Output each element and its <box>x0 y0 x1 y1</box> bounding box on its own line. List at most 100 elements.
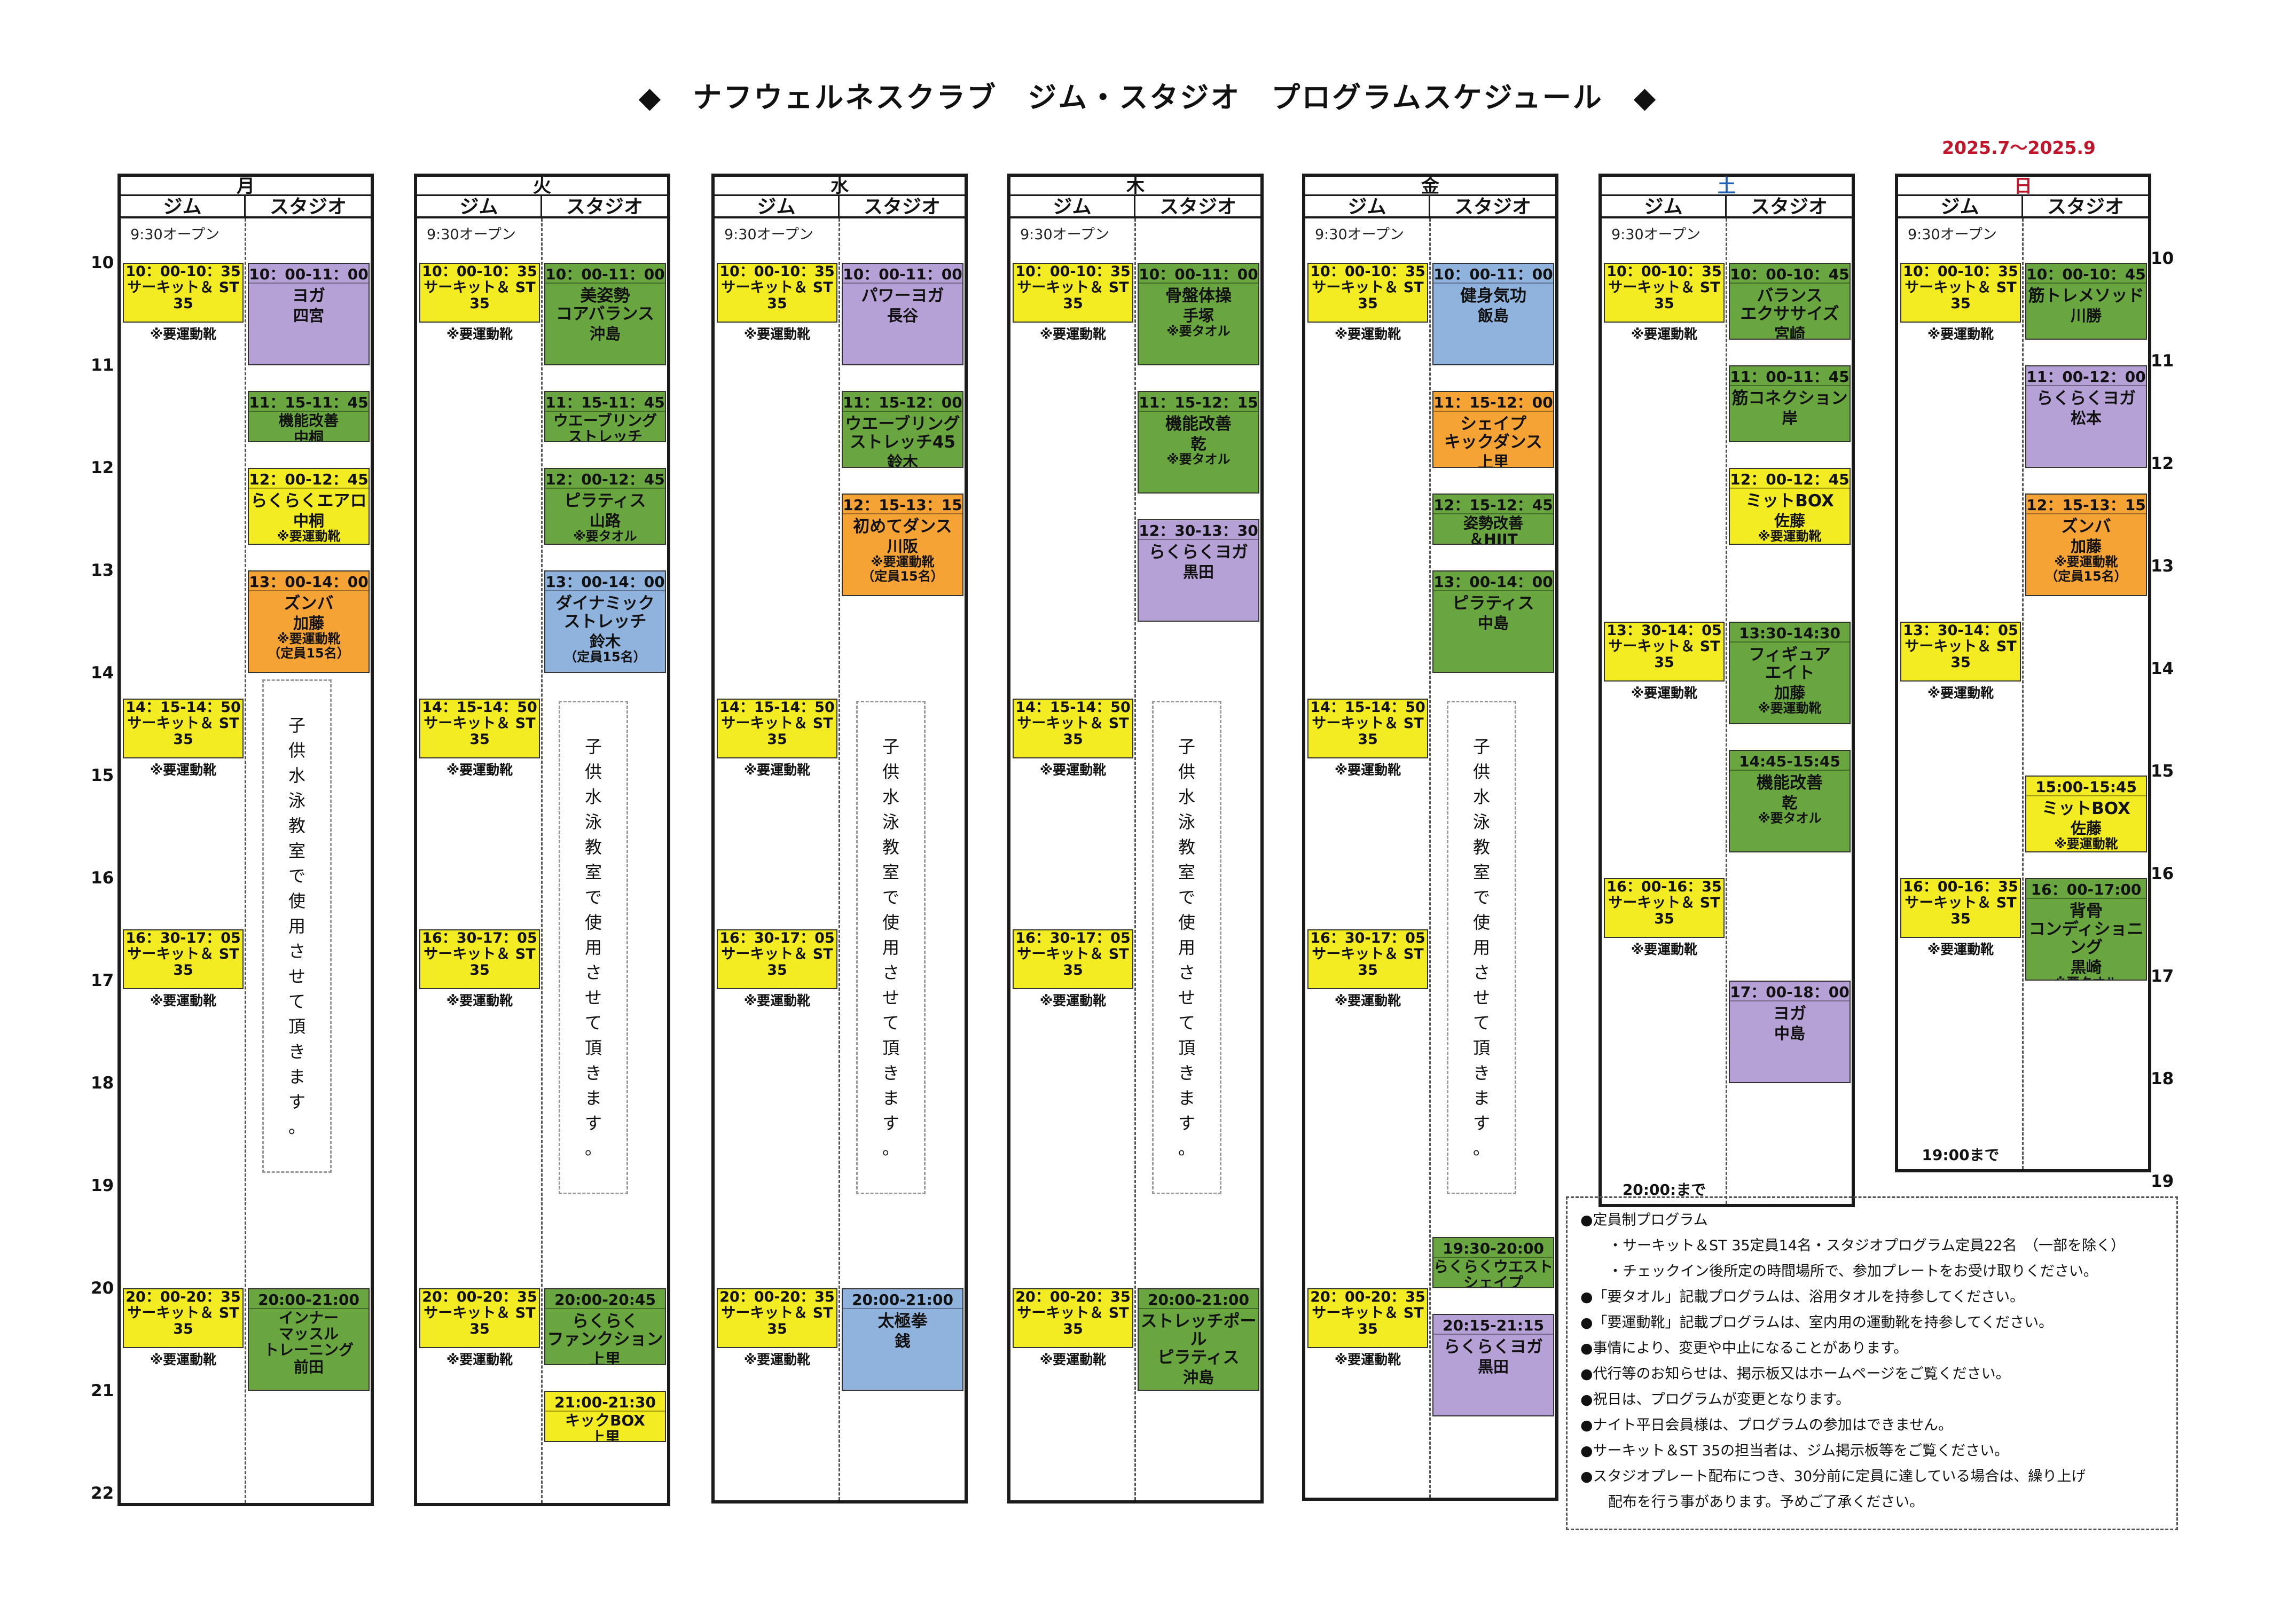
session-name: らくらくヨガ <box>1444 1337 1543 1357</box>
session-time: 16：00-16：35 <box>1607 879 1722 895</box>
gym-session-note: ※要運動靴 <box>1334 993 1401 1008</box>
session-time: 10：00-11：00 <box>1433 265 1553 284</box>
session-time: 16：30-17：05 <box>719 930 835 946</box>
session-time: 20:00-21:00 <box>843 1291 962 1309</box>
hour-label-left: 11 <box>91 356 114 375</box>
hour-label-left: 16 <box>91 868 114 888</box>
session-requirement: ※要運動靴 （定員15名） <box>861 554 944 584</box>
session-requirement: ※要タオル <box>573 529 637 544</box>
note-line: ●「要タオル」記載プログラムは、浴用タオルを持参してください。 <box>1580 1289 2025 1305</box>
gym-session-note: ※要運動靴 <box>743 326 811 342</box>
opening-note: 9:30オープン <box>130 226 220 243</box>
note-line: ●スタジオプレート配布につき、30分前に定員に達している場合は、繰り上げ <box>1580 1468 2086 1485</box>
session-time: 11：00-12：00 <box>2026 368 2146 386</box>
session-name: サーキット＆ ST 35 <box>127 715 239 748</box>
session-instructor: 岸 <box>1782 409 1798 427</box>
session-time: 20：00-20：35 <box>1015 1289 1131 1305</box>
session-time: 20:00-21:00 <box>249 1291 369 1309</box>
session-time: 20：00-20：35 <box>719 1289 835 1305</box>
session-instructor: 上里 <box>1477 453 1509 468</box>
closing-note: 19:00まで <box>1922 1146 2000 1164</box>
session-name: ピラティス <box>564 491 646 511</box>
session-name: らくらくヨガ <box>2036 389 2136 408</box>
session-instructor: 黒崎 <box>2070 958 2102 976</box>
column-divider <box>1134 218 1136 1500</box>
session-name: ピラティス <box>1452 594 1534 613</box>
page-title: ◆ ナフウェルネスクラブ ジム・スタジオ プログラムスケジュール ◆ <box>638 81 1658 114</box>
session-instructor: 銭 <box>895 1332 911 1350</box>
session-name: らくらくエアロ <box>250 491 367 511</box>
session-name: サーキット＆ ST 35 <box>1608 279 1720 312</box>
gym-session-note: ※要運動靴 <box>1927 326 1994 342</box>
hour-label-right: 10 <box>2151 249 2174 268</box>
gym-session-note: ※要運動靴 <box>1631 326 1698 342</box>
gym-header: ジム <box>1898 196 2023 218</box>
session-time: 11：15-11：45 <box>249 394 369 412</box>
hour-label-right: 13 <box>2151 557 2174 576</box>
session-time: 10：00-10：45 <box>2026 265 2146 284</box>
